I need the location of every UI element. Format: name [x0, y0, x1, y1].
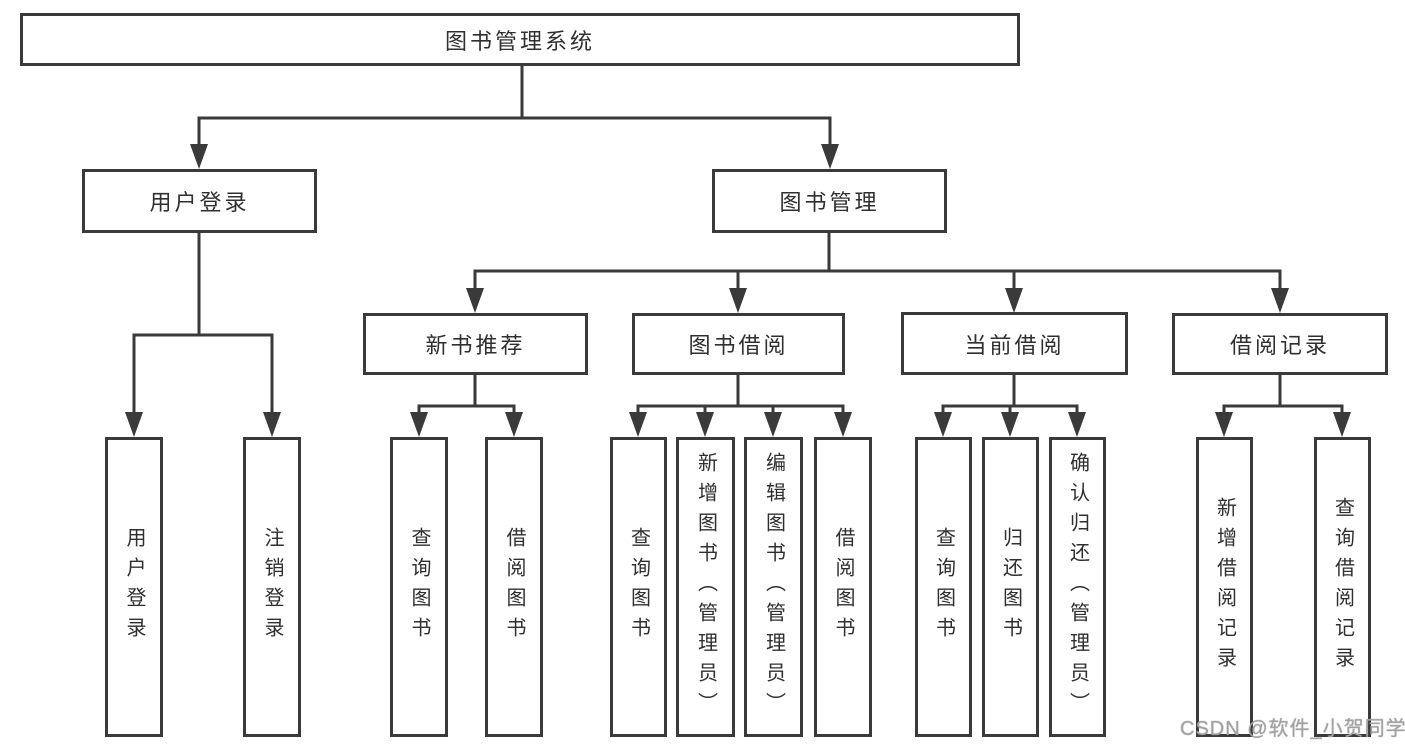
leaf-borrow-books-recommend: 借阅图书: [485, 437, 543, 737]
leaf-query-books-borrow: 查询图书: [610, 437, 667, 737]
leaf-query-books-current: 查询图书: [915, 437, 972, 737]
leaf-query-books-recommend: 查询图书: [390, 437, 448, 737]
leaf-return-books: 归还图书: [982, 437, 1039, 737]
node-root: 图书管理系统: [20, 13, 1020, 66]
arrowheads: [125, 144, 1351, 437]
edge-recommend-bar: [417, 404, 516, 416]
leaf-borrow-books-borrow: 借阅图书: [814, 437, 872, 737]
node-borrow-records: 借阅记录: [1172, 313, 1388, 375]
leaf-edit-book-admin: 编辑图书（管理员）: [744, 437, 803, 737]
edge-level1-bar: [197, 116, 832, 146]
leaf-query-borrow-record: 查询借阅记录: [1314, 437, 1371, 737]
leaf-user-login: 用户登录: [105, 437, 163, 737]
leaf-confirm-return-admin: 确认归还（管理员）: [1049, 437, 1106, 737]
edge-borrow-bar: [636, 404, 845, 416]
leaf-logout: 注销登录: [243, 437, 301, 737]
leaf-add-borrow-record: 新增借阅记录: [1196, 437, 1253, 737]
node-new-book-recommend: 新书推荐: [363, 313, 588, 375]
leaf-add-book-admin: 新增图书（管理员）: [676, 437, 735, 737]
node-book-management: 图书管理: [712, 169, 947, 233]
edge-book-mgmt-bar: [473, 269, 1282, 291]
edge-user-login-bar: [132, 333, 274, 415]
watermark: CSDN @软件_小贺同学: [1180, 718, 1405, 740]
node-user-login: 用户登录: [82, 169, 317, 233]
node-book-borrow: 图书借阅: [632, 313, 845, 375]
edge-records-bar: [1222, 404, 1344, 416]
node-current-borrow: 当前借阅: [901, 312, 1128, 375]
